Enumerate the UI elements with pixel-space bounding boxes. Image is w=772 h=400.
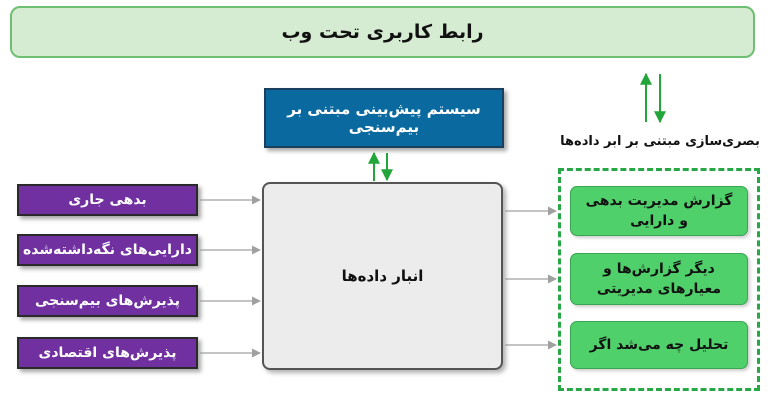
report-label: گزارش مدیریت بدهی و دارایی	[585, 193, 733, 229]
source-current-debt: بدهی جاری	[17, 184, 198, 216]
report-asset-debt-management: گزارش مدیریت بدهی و دارایی	[570, 186, 748, 236]
web-ui-bar: رابط کاربری تحت وب	[10, 6, 755, 58]
source-label: بدهی جاری	[68, 192, 147, 208]
source-label: پذیرش‌های اقتصادی	[38, 345, 177, 361]
data-warehouse-box: انبار داده‌ها	[262, 182, 503, 370]
source-held-assets: دارایی‌های نگه‌داشته‌شده	[17, 234, 198, 266]
source-economic-acceptances: پذیرش‌های اقتصادی	[17, 337, 198, 369]
visualization-label: بصری‌سازی مبتنی بر ابر داده‌ها	[560, 134, 760, 149]
source-actuarial-acceptances: پذیرش‌های بیم‌سنجی	[17, 285, 198, 317]
forecast-system-box: سیستم پیش‌بینی مبتنی بر بیم‌سنجی	[264, 88, 504, 148]
source-label: پذیرش‌های بیم‌سنجی	[35, 293, 180, 309]
visualization-group	[558, 168, 760, 391]
report-other-management-metrics: دیگر گزارش‌ها و معیارهای مدیریتی	[570, 253, 748, 305]
source-label: دارایی‌های نگه‌داشته‌شده	[23, 242, 192, 258]
report-label: تحلیل چه می‌شد اگر	[589, 337, 729, 353]
report-what-if-analysis: تحلیل چه می‌شد اگر	[570, 321, 748, 369]
web-ui-title: رابط کاربری تحت وب	[281, 21, 484, 43]
data-warehouse-label: انبار داده‌ها	[341, 267, 424, 285]
forecast-system-label: سیستم پیش‌بینی مبتنی بر بیم‌سنجی	[287, 100, 481, 136]
report-label: دیگر گزارش‌ها و معیارهای مدیریتی	[596, 261, 722, 297]
